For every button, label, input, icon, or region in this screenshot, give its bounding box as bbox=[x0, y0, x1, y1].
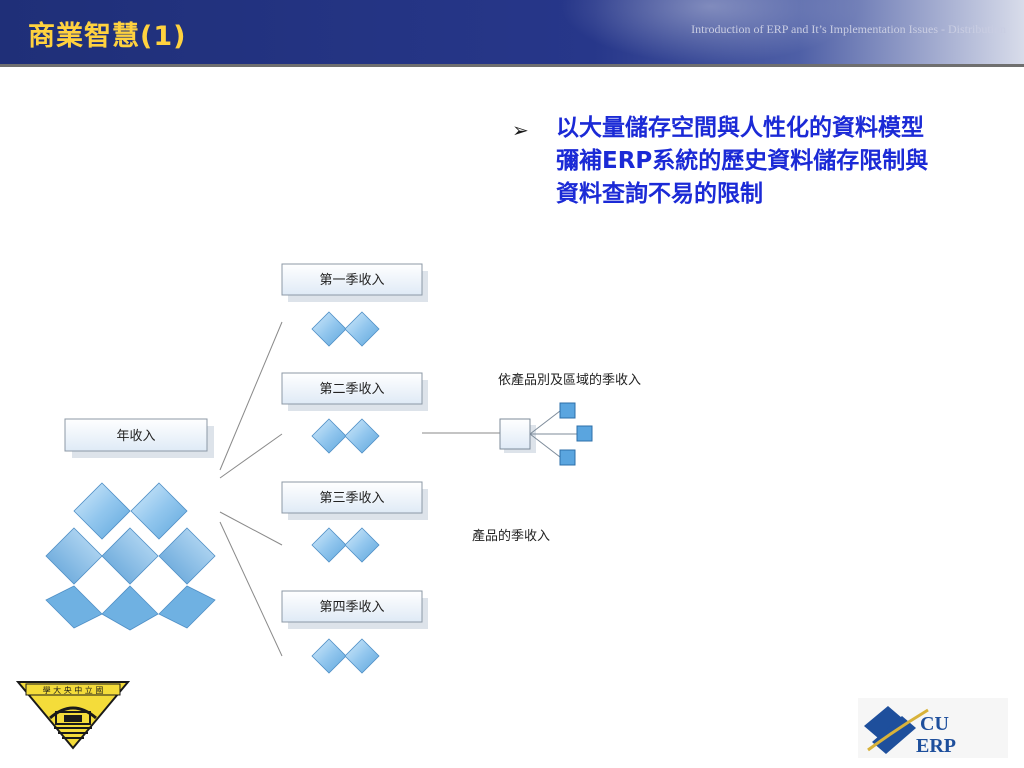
quarter-4-label: 第四季收入 bbox=[319, 600, 384, 615]
quarter-cubes-4 bbox=[311, 638, 380, 674]
quarter-box-4: 第四季收入 bbox=[281, 590, 428, 629]
svg-text:學 大 央 中 立 國: 學 大 央 中 立 國 bbox=[43, 685, 104, 695]
bullet-arrow-icon: ➢ bbox=[512, 118, 529, 142]
quarter-cubes-3 bbox=[311, 527, 380, 563]
annual-cube-cluster bbox=[45, 482, 216, 631]
slide-title: 商業智慧(1) bbox=[28, 21, 187, 52]
header-shine bbox=[560, 0, 860, 64]
bullet-text: 以大量儲存空間與人性化的資料模型彌補ERP系統的歷史資料儲存限制與資料查詢不易的… bbox=[556, 115, 929, 207]
university-seal-logo: 學 大 央 中 立 國 bbox=[16, 681, 130, 750]
quarter-box-3: 第三季收入 bbox=[281, 481, 428, 520]
quarter-3-label: 第三季收入 bbox=[319, 491, 384, 506]
drilldown-tree bbox=[499, 402, 593, 466]
product-region-label: 依產品別及區域的季收入 bbox=[498, 372, 641, 388]
ncu-erp-logo: CU ERP bbox=[858, 698, 1008, 758]
quarter-cubes-2 bbox=[311, 418, 380, 454]
slide-header: 商業智慧(1) Introduction of ERP and It’s Imp… bbox=[0, 0, 1024, 67]
quarter-box-2: 第二季收入 bbox=[281, 372, 428, 411]
quarter-2-label: 第二季收入 bbox=[319, 382, 384, 397]
quarter-box-1: 第一季收入 bbox=[281, 263, 428, 302]
svg-text:CU: CU bbox=[920, 713, 949, 735]
quarter-1-label: 第一季收入 bbox=[319, 273, 384, 288]
connector-lines bbox=[219, 321, 500, 657]
svg-text:ERP: ERP bbox=[916, 735, 956, 757]
quarter-cubes-1 bbox=[311, 311, 380, 347]
annual-revenue-label: 年收入 bbox=[116, 429, 155, 444]
slide-subtitle: Introduction of ERP and It’s Implementat… bbox=[691, 22, 1006, 36]
product-label: 產品的季收入 bbox=[472, 528, 550, 544]
annual-revenue-box: 年收入 bbox=[64, 418, 214, 458]
